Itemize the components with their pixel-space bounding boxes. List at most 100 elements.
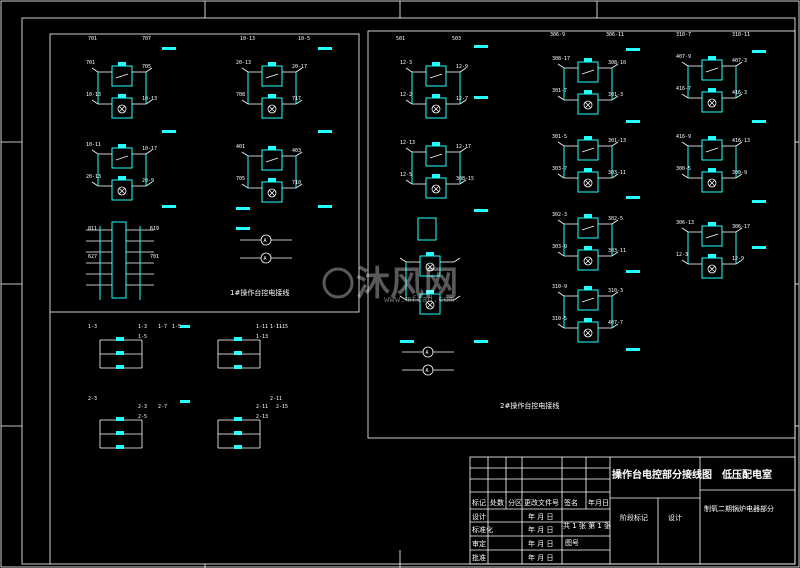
switch-arm [557, 63, 565, 69]
switch-arm [241, 151, 249, 157]
switch-arm [295, 67, 303, 73]
relay-tag [268, 178, 276, 182]
lamp-icon [583, 328, 593, 338]
circuit-label: 401 [236, 144, 245, 150]
switch-arm [405, 147, 413, 153]
contact-tag [116, 337, 124, 341]
top-label: 707 [142, 36, 151, 42]
switch-arm [459, 67, 467, 73]
top-label: 501 [396, 36, 405, 42]
contact-tag [234, 431, 242, 435]
relay-box [701, 91, 723, 113]
terminal-bar [752, 246, 766, 249]
switch-arm [681, 141, 689, 147]
circuit-label: 302-5 [608, 216, 623, 222]
circuit-label: 12-3 [400, 60, 412, 66]
relay-tag [268, 62, 276, 66]
relay-box [425, 97, 447, 119]
switch-arm [681, 93, 689, 99]
relay-box [577, 171, 599, 193]
circuit-label: 20-9 [142, 178, 154, 184]
relay-tag [708, 222, 716, 226]
top-label: 306-11 [606, 32, 624, 38]
drawing-title: 操作台电控部分接线图 [612, 468, 712, 481]
circuit-label: 403 [292, 148, 301, 154]
terminal-bar [474, 96, 488, 99]
terminal-bar [162, 130, 176, 133]
switch-arm [91, 99, 99, 105]
top-label: 701 [88, 36, 97, 42]
circuit-label: 10-13 [86, 92, 101, 98]
terminal-bar [474, 340, 488, 343]
relay-tag [432, 142, 440, 146]
switch-arm [399, 295, 407, 301]
top-label: 503 [452, 36, 461, 42]
relay-tag [432, 174, 440, 178]
terminal-bar [162, 47, 176, 50]
relay-tag [118, 94, 126, 98]
title-block [469, 456, 796, 565]
switch-arm [557, 323, 565, 329]
relay-tag [708, 168, 716, 172]
circuit-label: 12-9 [456, 64, 468, 70]
switch-arm [735, 61, 743, 67]
switch-arm [459, 99, 467, 105]
tb-header: 标记 [472, 498, 486, 507]
switch-arm [241, 67, 249, 73]
switch-arm [611, 323, 619, 329]
switch-arm [557, 251, 565, 257]
circuit-label: 310-9 [552, 284, 567, 290]
contact-tag [116, 431, 124, 435]
panel2-circuits: 12-312-912-212-712-1312-1712-5308-15308-… [396, 32, 766, 376]
circuit-label: 12-7 [456, 96, 468, 102]
terminal-bar [474, 45, 488, 48]
watermark: 沐风网 www.mfcad.com [322, 264, 458, 305]
relay-tag [584, 90, 592, 94]
terminal-bar [400, 340, 414, 343]
switch-contact [581, 69, 595, 75]
circuit-label: 301-13 [608, 138, 626, 144]
lamp-icon [425, 262, 435, 272]
switch-arm [557, 219, 565, 225]
lamp-cross [268, 189, 276, 197]
circuit-label: 416-9 [676, 134, 691, 140]
switch-arm [459, 147, 467, 153]
watermark-url: www.mfcad.com [384, 295, 454, 305]
circuit-label: 2-5 [138, 414, 147, 420]
lamp-icon [431, 184, 441, 194]
terminal-bar [474, 209, 488, 212]
circuit-label: 705 [142, 64, 151, 70]
tb-header: 签名 [564, 498, 578, 507]
relay-tag [584, 318, 592, 322]
relay-box [111, 179, 133, 201]
relay-tag [708, 56, 716, 60]
tb-date: 年 月 日 [528, 539, 553, 548]
circuit-label: 306-17 [732, 224, 750, 230]
terminal-bar [626, 270, 640, 273]
switch-arm [681, 61, 689, 67]
terminal-bar [752, 50, 766, 53]
drawing-no-label: 图号 [565, 539, 579, 547]
circuit-label: 301-5 [552, 134, 567, 140]
switch-arm [611, 141, 619, 147]
tb-header: 更改文件号 [524, 498, 559, 507]
switch-arm [611, 251, 619, 257]
circuit-label: 308-17 [552, 56, 570, 62]
relay-box [577, 93, 599, 115]
lamp-cross [432, 185, 440, 193]
switch-contact [429, 153, 443, 159]
switch-arm [735, 173, 743, 179]
relay-tag [584, 246, 592, 250]
contact-tag [116, 417, 124, 421]
switch-arm [459, 179, 467, 185]
switch-arm [681, 259, 689, 265]
circuit-label: 717 [292, 96, 301, 102]
circuit-label: 308-15 [456, 176, 474, 182]
circuit-label: 310-3 [608, 288, 623, 294]
circuit-label: 705 [236, 176, 245, 182]
lamp-icon [583, 178, 593, 188]
circuit-label: 20-13 [86, 174, 101, 180]
lamp-icon [583, 100, 593, 110]
